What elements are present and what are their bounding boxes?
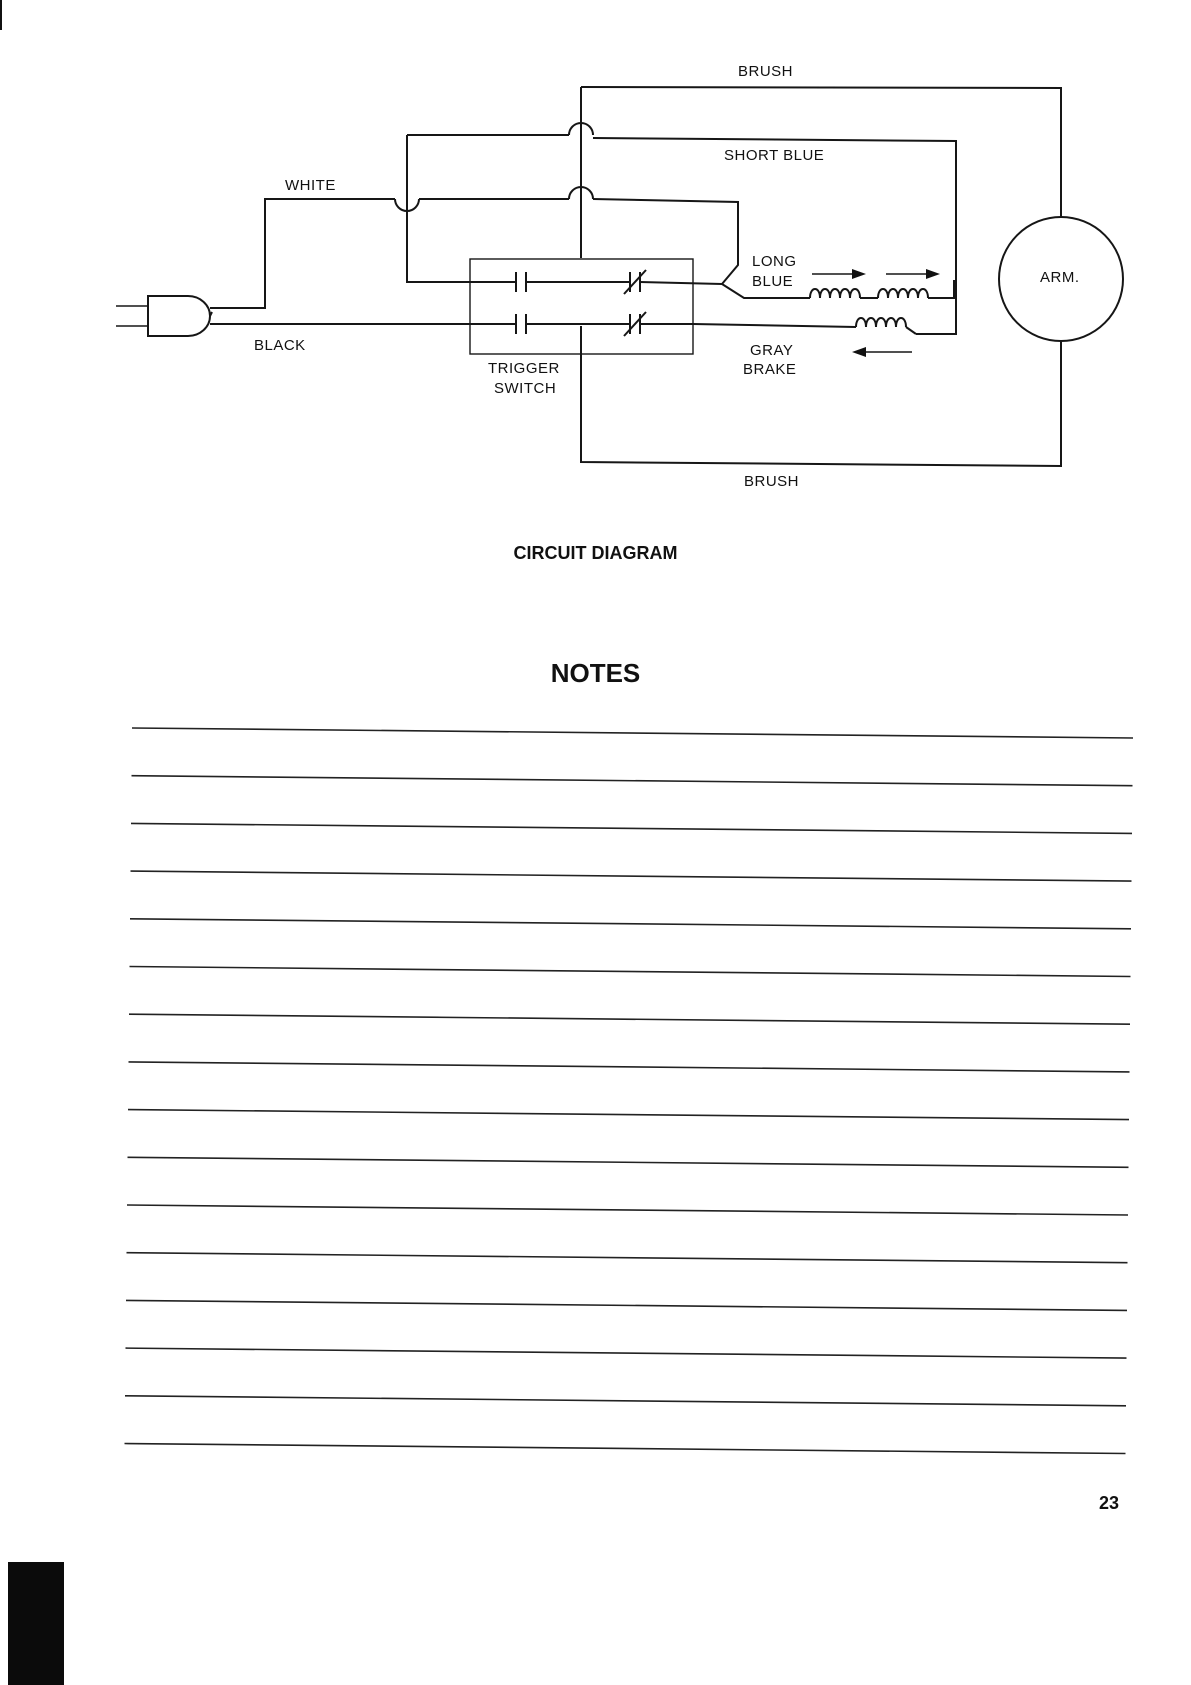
note-line [128, 1110, 1129, 1120]
note-line [130, 967, 1131, 977]
note-line [131, 823, 1132, 833]
note-line [125, 1444, 1126, 1454]
note-line [129, 1014, 1130, 1024]
note-line [127, 1253, 1128, 1263]
note-line [126, 1348, 1127, 1358]
note-line [127, 1205, 1128, 1215]
note-line [131, 871, 1132, 881]
note-line [132, 728, 1133, 738]
note-line [130, 919, 1131, 929]
note-line [132, 776, 1133, 786]
notes-ruled-lines [0, 0, 1191, 1480]
note-line [129, 1062, 1130, 1072]
page-number: 23 [1099, 1493, 1119, 1514]
note-line [125, 1396, 1126, 1406]
note-line [126, 1300, 1127, 1310]
scan-edge-mark [8, 1562, 64, 1685]
note-line [128, 1157, 1129, 1167]
